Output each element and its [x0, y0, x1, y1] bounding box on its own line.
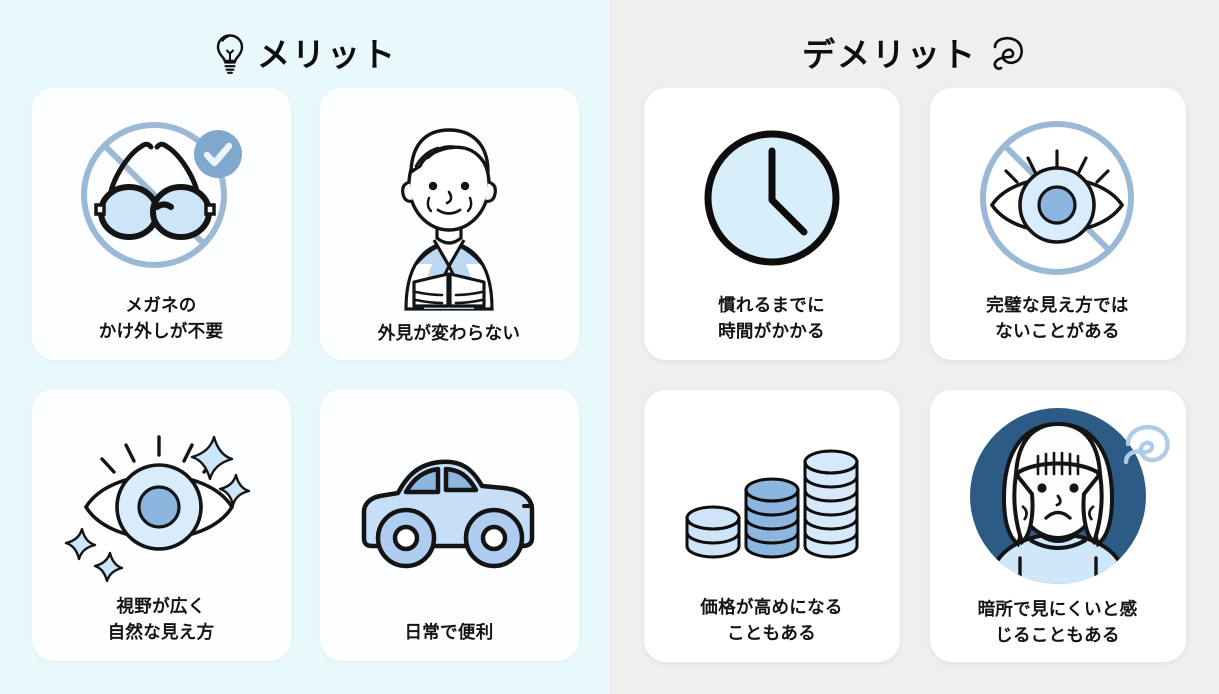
card-label-line: 視野が広く — [116, 596, 206, 617]
demerit-card-label: 完璧な見え方では ないことがある — [986, 293, 1128, 348]
demerit-card-imperfect-vision[interactable]: 完璧な見え方では ないことがある — [929, 88, 1186, 360]
merit-card-no-glasses[interactable]: メガネの かけ外しが不要 — [31, 88, 291, 360]
card-label-line: 暗所で見にくいと感 — [977, 599, 1138, 620]
swirl-icon — [987, 34, 1027, 74]
card-label-line: じることもある — [995, 624, 1120, 645]
merit-card-label: メガネの かけ外しが不要 — [99, 293, 224, 348]
no-glasses-check-icon — [40, 102, 283, 293]
coin-stacks-icon — [652, 404, 892, 595]
demerit-panel: デメリット 慣れるまでに 時間がかかる — [610, 0, 1219, 694]
elderly-man-reading-icon — [328, 102, 571, 321]
merit-card-daily-convenience[interactable]: 日常で便利 — [319, 389, 579, 661]
card-label-line: メガネの — [125, 295, 197, 316]
lightbulb-icon — [213, 32, 247, 76]
demerit-card-higher-price[interactable]: 価格が高めになる こともある — [643, 390, 900, 662]
merit-card-label: 日常で便利 — [405, 620, 494, 649]
card-label-line: 日常で便利 — [404, 621, 494, 642]
demerit-card-adaptation-time[interactable]: 慣れるまでに 時間がかかる — [643, 88, 900, 360]
demerit-card-label: 暗所で見にくいと感 じることもある — [978, 597, 1138, 650]
card-label-line: 価格が高めになる — [700, 597, 843, 618]
demerit-card-label: 価格が高めになる こともある — [700, 595, 842, 650]
merit-panel: メリット — [0, 0, 610, 694]
merit-card-grid: メガネの かけ外しが不要 — [31, 88, 579, 661]
demerit-card-label: 慣れるまでに 時間がかかる — [718, 293, 825, 348]
demerit-heading: デメリット — [802, 24, 1027, 84]
card-label-line: こともある — [727, 622, 816, 643]
merit-card-label: 視野が広く 自然な見え方 — [108, 594, 215, 649]
sad-woman-icon — [938, 404, 1178, 597]
card-label-line: 慣れるまでに — [718, 295, 825, 316]
card-label-line: ないことがある — [995, 320, 1120, 341]
demerit-card-dark-vision[interactable]: 暗所で見にくいと感 じることもある — [929, 390, 1186, 662]
demerit-card-grid: 慣れるまでに 時間がかかる — [643, 88, 1186, 662]
merit-card-label: 外見が変わらない — [378, 321, 520, 348]
merit-heading: メリット — [213, 24, 397, 84]
car-icon — [328, 403, 571, 620]
sparkling-eye-icon — [40, 403, 283, 594]
merit-card-appearance[interactable]: 外見が変わらない — [319, 88, 579, 360]
card-label-line: 外見が変わらない — [377, 322, 521, 343]
card-label-line: 完璧な見え方では — [986, 295, 1129, 316]
merit-title: メリット — [257, 35, 397, 73]
merit-card-wide-view[interactable]: 視野が広く 自然な見え方 — [31, 389, 291, 661]
card-label-line: 時間がかかる — [718, 320, 825, 341]
demerit-title: デメリット — [802, 35, 977, 73]
card-label-line: 自然な見え方 — [107, 621, 215, 642]
card-label-line: かけ外しが不要 — [98, 320, 224, 341]
clock-icon — [652, 102, 892, 293]
no-eye-icon — [938, 102, 1178, 293]
